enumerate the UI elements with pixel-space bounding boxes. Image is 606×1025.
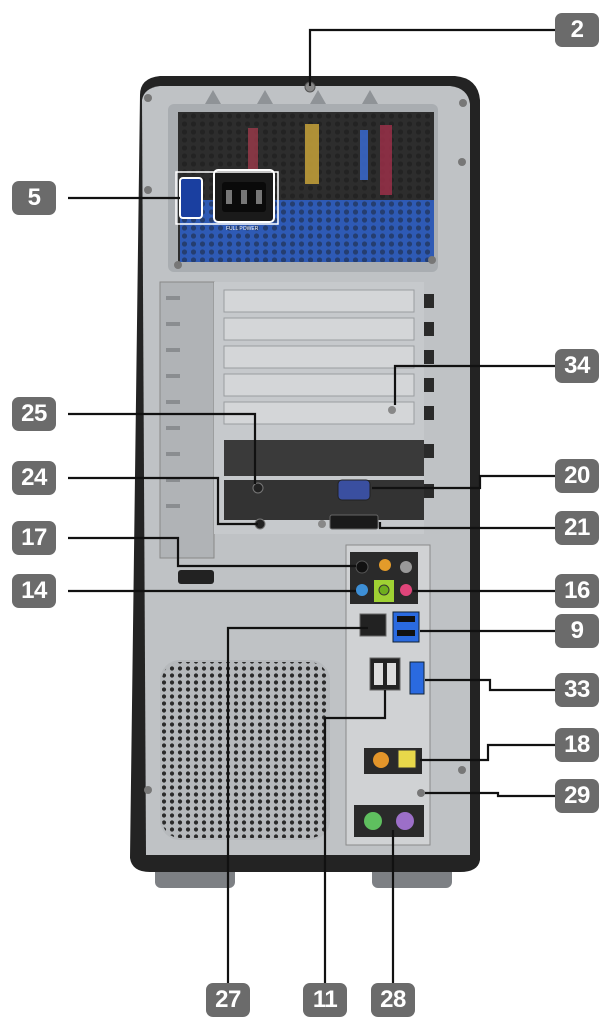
leader-20: [372, 474, 555, 490]
clear-cmos-button[interactable]: [417, 789, 425, 797]
callout-11: 11: [303, 983, 347, 1017]
callout-21: 21: [555, 511, 599, 545]
leader-2: [308, 28, 555, 86]
leader-24: [68, 476, 258, 526]
audio-jack-black[interactable]: [355, 560, 369, 574]
leader-11: [323, 690, 387, 985]
leader-34: [393, 364, 555, 405]
optical-spdif-port[interactable]: [397, 749, 417, 769]
audio-jack-green[interactable]: [378, 584, 390, 596]
leader-18: [420, 743, 555, 762]
graphics-card-bracket-top: [224, 440, 424, 476]
svideo-port[interactable]: [252, 482, 264, 494]
audio-jack-pink[interactable]: [400, 584, 412, 596]
callout-34: 34: [555, 349, 599, 383]
callout-20: 20: [555, 459, 599, 493]
ps2-mouse-port[interactable]: [364, 812, 382, 830]
audio-jack-orange[interactable]: [379, 559, 391, 571]
vga-port[interactable]: [337, 479, 371, 501]
callout-18: 18: [555, 728, 599, 762]
callout-9: 9: [555, 614, 599, 648]
audio-jack-blue[interactable]: [356, 584, 368, 596]
callout-2: 2: [555, 13, 599, 47]
callout-16: 16: [555, 574, 599, 608]
dvi-port[interactable]: [329, 514, 379, 530]
callout-28: 28: [371, 983, 415, 1017]
callout-27: 27: [206, 983, 250, 1017]
leader-29: [425, 791, 555, 798]
callout-33: 33: [555, 673, 599, 707]
coax-spdif-port[interactable]: [373, 752, 389, 768]
callout-24: 24: [12, 461, 56, 495]
callout-14: 14: [12, 574, 56, 608]
leader-21: [378, 522, 555, 530]
ps2-keyboard-port[interactable]: [396, 812, 414, 830]
esata-port[interactable]: [409, 661, 425, 695]
leader-17: [68, 536, 356, 568]
callout-17: 17: [12, 521, 56, 555]
ethernet-port[interactable]: [359, 613, 387, 637]
leader-27: [226, 626, 368, 985]
leader-25: [68, 412, 257, 484]
expansion-slot-bracket: [159, 281, 215, 559]
callout-29: 29: [555, 779, 599, 813]
leader-33: [425, 678, 555, 692]
callout-25: 25: [12, 397, 56, 431]
audio-jack-gray[interactable]: [400, 561, 412, 573]
power-switch[interactable]: [179, 177, 203, 219]
psu-label: FULL POWER: [226, 226, 259, 232]
callout-5: 5: [12, 181, 56, 215]
